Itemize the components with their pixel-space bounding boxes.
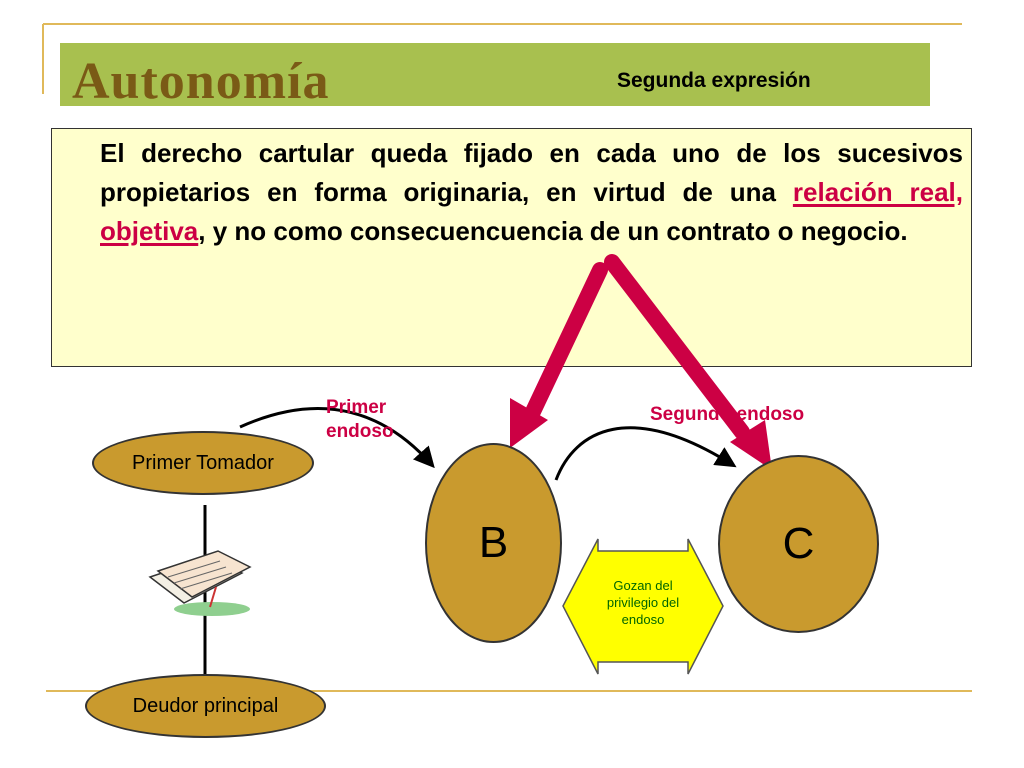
segundo-endoso-label: Segundo endoso bbox=[650, 404, 805, 425]
paragraph-text-start: El derecho cartular queda fijado en cada… bbox=[100, 138, 963, 207]
node-c-label: C bbox=[782, 519, 815, 568]
gozan-double-arrow bbox=[562, 538, 724, 675]
node-c: C bbox=[718, 455, 879, 633]
body-paragraph: El derecho cartular queda fijado en cada… bbox=[100, 134, 963, 251]
text-box bbox=[51, 128, 972, 367]
gozan-label: Gozan del privilegio del endoso bbox=[606, 578, 680, 627]
node-b-label: B bbox=[478, 518, 509, 567]
slide-subtitle: Segunda expresión bbox=[617, 69, 811, 92]
deudor-principal-node: Deudor principal bbox=[85, 674, 326, 738]
node-b: B bbox=[425, 443, 562, 643]
document-icon bbox=[148, 550, 252, 616]
slide-title: Autonomía bbox=[72, 53, 330, 110]
deudor-principal-label: Deudor principal bbox=[132, 694, 279, 717]
red-arrow-right bbox=[604, 254, 750, 440]
segundo-endoso-arrow bbox=[554, 426, 737, 481]
primer-tomador-node: Primer Tomador bbox=[92, 431, 314, 495]
paragraph-highlight: relación real, objetiva bbox=[100, 177, 963, 246]
primer-endoso-label: Primer endoso bbox=[326, 397, 394, 442]
red-arrow-left bbox=[522, 262, 608, 426]
primer-endoso-arrow bbox=[239, 407, 435, 469]
paragraph-text-end: , y no como consecuencuencia de un contr… bbox=[198, 216, 908, 246]
title-bar bbox=[60, 43, 930, 106]
primer-tomador-label: Primer Tomador bbox=[132, 451, 274, 474]
